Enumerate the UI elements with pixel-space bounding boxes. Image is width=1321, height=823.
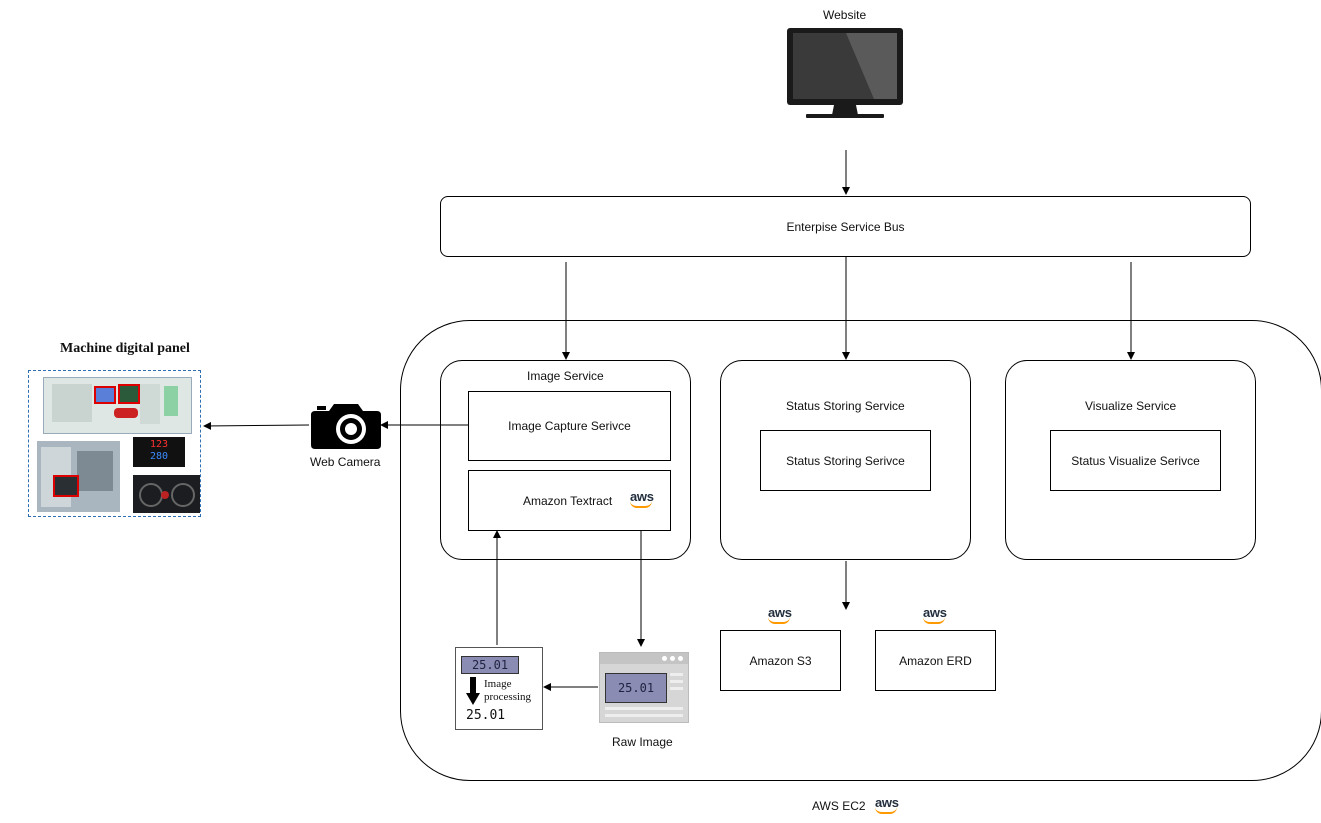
ec2-label: AWS EC2: [812, 799, 866, 813]
raw-image-label: Raw Image: [612, 735, 673, 749]
aws-logo-icon: aws: [768, 606, 792, 624]
status-storing-inner[interactable]: Status Storing Serivce: [760, 430, 931, 491]
image-service-title: Image Service: [527, 369, 604, 383]
website-label: Website: [823, 8, 867, 22]
panel-photo-dashboard: [133, 475, 200, 513]
status-visualize-inner-label: Status Visualize Serivce: [1071, 453, 1200, 468]
esb-label: Enterpise Service Bus: [786, 219, 905, 234]
panel-photo-top: [43, 377, 192, 434]
aws-logo-icon: aws: [923, 606, 947, 624]
processing-caption-line2: processing: [484, 691, 532, 703]
processing-input-value: 25.01: [461, 656, 519, 674]
aws-ec2-container: [400, 320, 1321, 781]
panel-display-top: 123: [149, 439, 169, 450]
image-capture-label: Image Capture Serivce: [508, 419, 631, 433]
machine-panel-image: 123 280: [28, 370, 201, 517]
raw-image-screen: 25.01: [605, 673, 667, 703]
amazon-s3[interactable]: Amazon S3: [720, 630, 841, 691]
raw-image-window: 25.01: [599, 652, 689, 723]
image-capture-service[interactable]: Image Capture Serivce: [468, 391, 671, 461]
status-visualize-inner[interactable]: Status Visualize Serivce: [1050, 430, 1221, 491]
visualize-service-group[interactable]: [1005, 360, 1256, 560]
monitor-icon: [786, 27, 904, 119]
textract-label: Amazon Textract: [523, 494, 613, 508]
arrow-camera-to-panel: [203, 421, 310, 430]
panel-photo-machine: [37, 441, 120, 512]
status-service-title: Status Storing Service: [786, 399, 905, 413]
raw-image-value: 25.01: [617, 681, 655, 695]
camera-icon: [310, 402, 382, 450]
panel-title: Machine digital panel: [60, 341, 190, 356]
camera-label: Web Camera: [310, 455, 381, 469]
processing-caption-line1: Image: [484, 678, 512, 690]
image-service-group[interactable]: [440, 360, 691, 560]
visualize-service-title: Visualize Service: [1085, 399, 1177, 413]
panel-display-bottom: 280: [149, 451, 169, 462]
aws-logo-icon: aws: [630, 490, 654, 508]
s3-label: Amazon S3: [749, 653, 812, 668]
status-storing-service-group[interactable]: [720, 360, 971, 560]
status-storing-inner-label: Status Storing Serivce: [786, 453, 905, 468]
amazon-erd[interactable]: Amazon ERD: [875, 630, 996, 691]
panel-photo-display: 123 280: [133, 437, 185, 467]
erd-label: Amazon ERD: [899, 653, 972, 668]
image-processing-card: 25.01 Image processing 25.01: [455, 647, 543, 730]
amazon-textract[interactable]: Amazon Textract aws: [468, 470, 671, 531]
processing-output-value: 25.01: [466, 708, 506, 723]
enterprise-service-bus[interactable]: Enterpise Service Bus: [440, 196, 1251, 257]
aws-logo-icon: aws: [875, 796, 899, 814]
down-arrow-icon: [466, 677, 480, 705]
